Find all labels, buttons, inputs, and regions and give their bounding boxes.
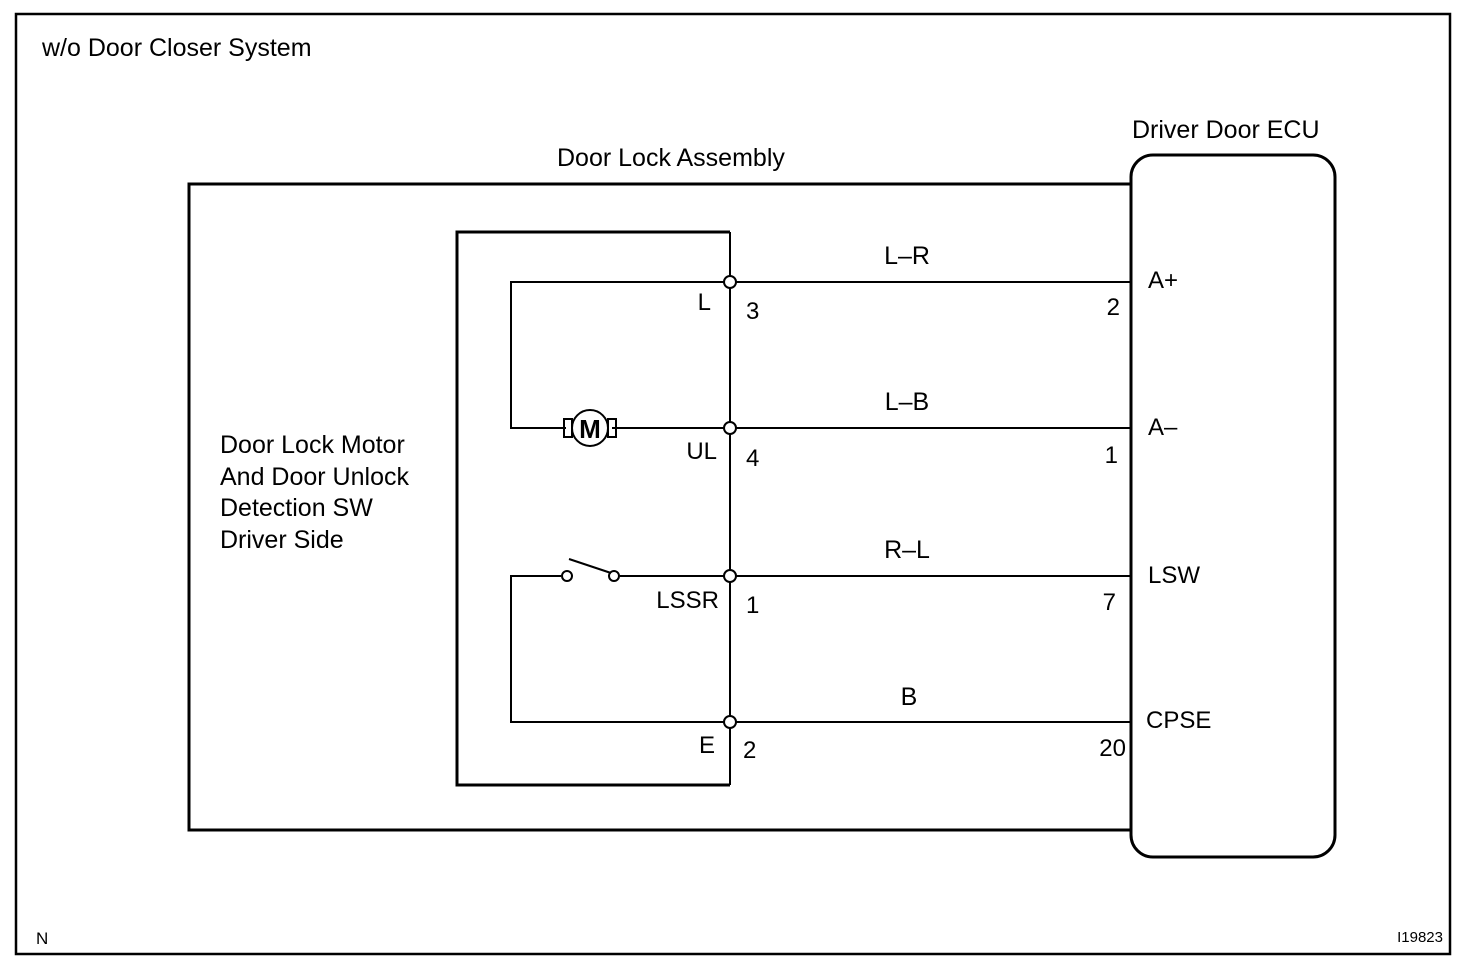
assembly-terminal-lssr: LSSR bbox=[656, 587, 719, 614]
component-line-1: Door Lock Motor bbox=[220, 431, 405, 459]
component-line-2: And Door Unlock bbox=[220, 463, 409, 491]
wire-color-label-2: L–B bbox=[885, 388, 929, 416]
corner-code: N bbox=[36, 929, 48, 948]
motor-symbol: M bbox=[579, 414, 601, 444]
connector-node-ul bbox=[723, 421, 737, 435]
wire-color-label-4: B bbox=[901, 683, 918, 711]
ecu-pin-1: 1 bbox=[1105, 442, 1118, 469]
switch-loop-wire bbox=[510, 575, 724, 723]
motor-icon: M bbox=[563, 409, 617, 447]
ecu-terminal-a-plus: A+ bbox=[1148, 267, 1178, 294]
assembly-terminal-e: E bbox=[699, 732, 715, 759]
component-box bbox=[455, 230, 730, 787]
ecu-pin-20: 20 bbox=[1099, 735, 1126, 762]
wire-color-label-3: R–L bbox=[884, 536, 930, 564]
switch-icon bbox=[561, 558, 620, 582]
ecu-pin-2: 2 bbox=[1107, 294, 1120, 321]
component-line-3: Detection SW bbox=[220, 494, 373, 522]
figure-frame bbox=[14, 12, 1452, 956]
assembly-pin-4: 4 bbox=[746, 445, 759, 472]
assembly-terminal-l: L bbox=[698, 289, 711, 316]
assembly-terminal-ul: UL bbox=[686, 438, 717, 465]
driver-door-ecu-box bbox=[1129, 153, 1337, 859]
connector-node-e bbox=[723, 715, 737, 729]
figure-title: w/o Door Closer System bbox=[41, 34, 312, 62]
wire-color-label-1: L–R bbox=[884, 242, 930, 270]
driver-door-ecu-label: Driver Door ECU bbox=[1132, 116, 1320, 144]
assembly-pin-1: 1 bbox=[746, 592, 759, 619]
motor-loop-wire bbox=[510, 281, 724, 429]
assembly-pin-3: 3 bbox=[746, 298, 759, 325]
assembly-pin-2: 2 bbox=[743, 737, 756, 764]
ecu-terminal-lsw: LSW bbox=[1148, 562, 1200, 589]
connector-node-lssr bbox=[723, 569, 737, 583]
connector-node-l bbox=[723, 275, 737, 289]
ecu-pin-7: 7 bbox=[1103, 589, 1116, 616]
door-lock-assembly-label: Door Lock Assembly bbox=[557, 144, 785, 172]
ecu-terminal-a-minus: A– bbox=[1148, 414, 1178, 441]
component-line-4: Driver Side bbox=[220, 526, 344, 554]
figure-number: I19823 bbox=[1397, 929, 1443, 946]
ecu-terminal-cpse: CPSE bbox=[1146, 707, 1211, 734]
component-description: Door Lock Motor And Door Unlock Detectio… bbox=[220, 431, 416, 554]
